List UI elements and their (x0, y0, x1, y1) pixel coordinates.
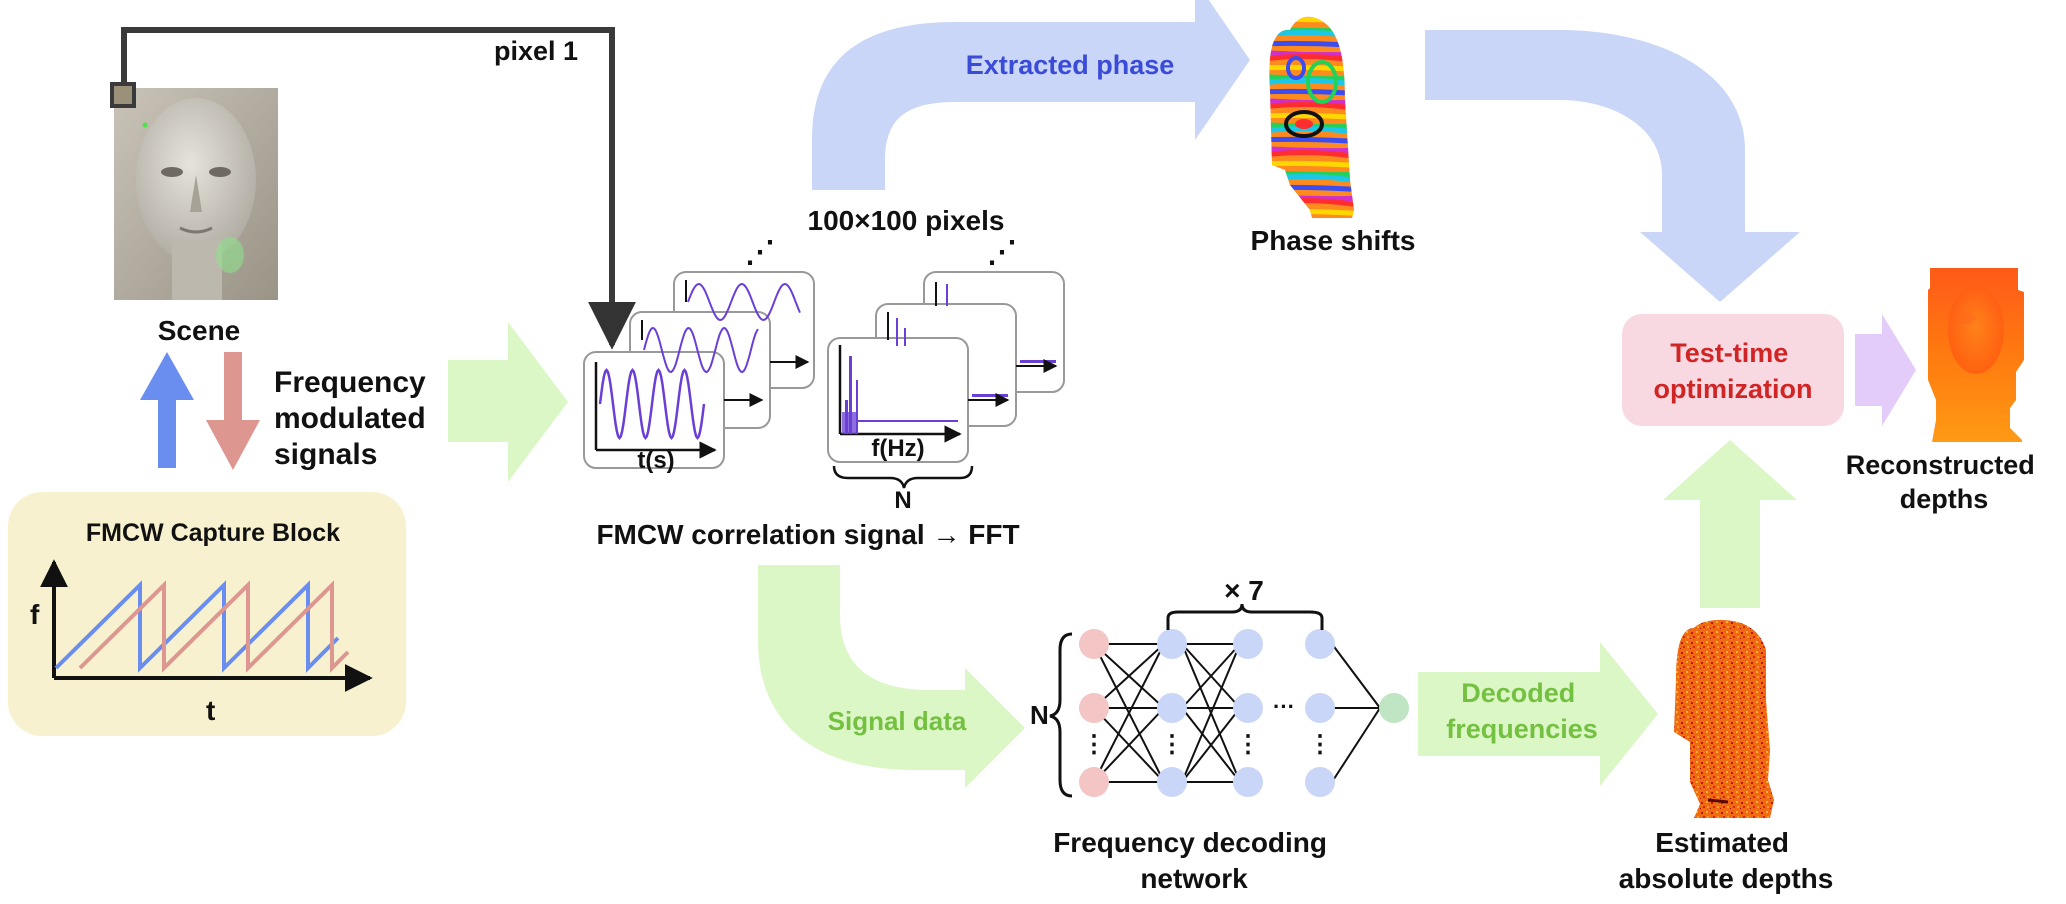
correlation-caption: FMCW correlation signal → FFT (596, 519, 1019, 550)
fft-stack-ellipsis: ⋰ (987, 236, 1017, 269)
estimated-to-optimization-arrow (1663, 440, 1797, 608)
fft-n-brace (832, 465, 974, 489)
pixel-label: pixel 1 (494, 36, 578, 66)
decoded-frequencies-arrow (1418, 642, 1658, 786)
hidden-node (1157, 767, 1187, 797)
capture-axis-t: t (206, 695, 215, 726)
capture-block-title: FMCW Capture Block (86, 519, 340, 547)
layer-repeat-brace (1166, 603, 1324, 630)
phase-shifts-label: Phase shifts (1251, 225, 1416, 256)
hidden-node (1233, 629, 1263, 659)
time-axis-label: t(s) (637, 447, 674, 474)
transmitted-chirp (54, 580, 340, 673)
decoding-network: ⋮ ⋮ ⋮ ⋮ ··· (1079, 629, 1409, 797)
input-node (1079, 767, 1109, 797)
noisy-depth-map (1674, 620, 1774, 818)
pixels-count-label: 100×100 pixels (808, 205, 1005, 236)
vertical-ellipsis: ⋮ (1160, 731, 1184, 758)
optimization-box (1622, 314, 1844, 426)
hidden-node (1305, 767, 1335, 797)
frequency-axis-label: f(Hz) (871, 435, 924, 462)
scene-label: Scene (158, 315, 241, 346)
phase-map (1269, 16, 1354, 218)
signal-data-label: Signal data (828, 706, 967, 736)
signal-data-arrow (758, 565, 1025, 788)
received-chirp (78, 580, 350, 673)
vertical-ellipsis: ⋮ (1236, 731, 1260, 758)
time-signal-stack: t(s) ⋰ (583, 236, 815, 474)
extracted-phase-label: Extracted phase (966, 50, 1175, 80)
hidden-node (1157, 629, 1187, 659)
hidden-node (1233, 767, 1263, 797)
optimization-to-depth-arrow (1855, 314, 1916, 426)
frequency-modulated-label: Frequency modulated signals (274, 366, 434, 471)
depth-map (1928, 268, 2024, 442)
decoded-frequencies-label: Decoded frequencies (1446, 678, 1598, 744)
pixel-marker-icon (110, 82, 136, 108)
scene-photo (114, 88, 278, 300)
estimated-label: Estimated absolute depths (1619, 827, 1834, 894)
capture-block: FMCW Capture Block f t (8, 492, 406, 736)
network-n-label: N (1030, 700, 1049, 730)
extracted-phase-arrow (812, 0, 1250, 190)
hidden-node (1233, 693, 1263, 723)
vertical-ellipsis: ⋮ (1082, 731, 1106, 758)
hidden-node (1305, 629, 1335, 659)
vertical-ellipsis: ⋮ (1308, 731, 1332, 758)
output-node (1379, 693, 1409, 723)
hidden-node (1305, 693, 1335, 723)
fft-n-label: N (894, 487, 911, 514)
input-node (1079, 693, 1109, 723)
time-stack-ellipsis: ⋰ (745, 236, 775, 269)
receive-arrow (206, 352, 260, 470)
capture-axis-f: f (30, 599, 40, 630)
input-node (1079, 629, 1109, 659)
phase-to-optimization-arrow (1425, 30, 1800, 302)
horizontal-ellipsis: ··· (1273, 694, 1295, 719)
network-caption: Frequency decoding network (1053, 827, 1335, 894)
transmit-arrow (140, 352, 194, 468)
fft-signal-stack: f(Hz) ⋰ N (827, 236, 1065, 514)
layer-repeat-label: × 7 (1224, 575, 1264, 606)
network-n-brace (1049, 632, 1073, 798)
hidden-node (1157, 693, 1187, 723)
optimization-label: Test-time optimization (1654, 338, 1813, 404)
signal-input-arrow (448, 322, 568, 482)
reconstructed-label: Reconstructed depths (1846, 450, 2043, 514)
pixel-pointer-line (121, 27, 636, 350)
